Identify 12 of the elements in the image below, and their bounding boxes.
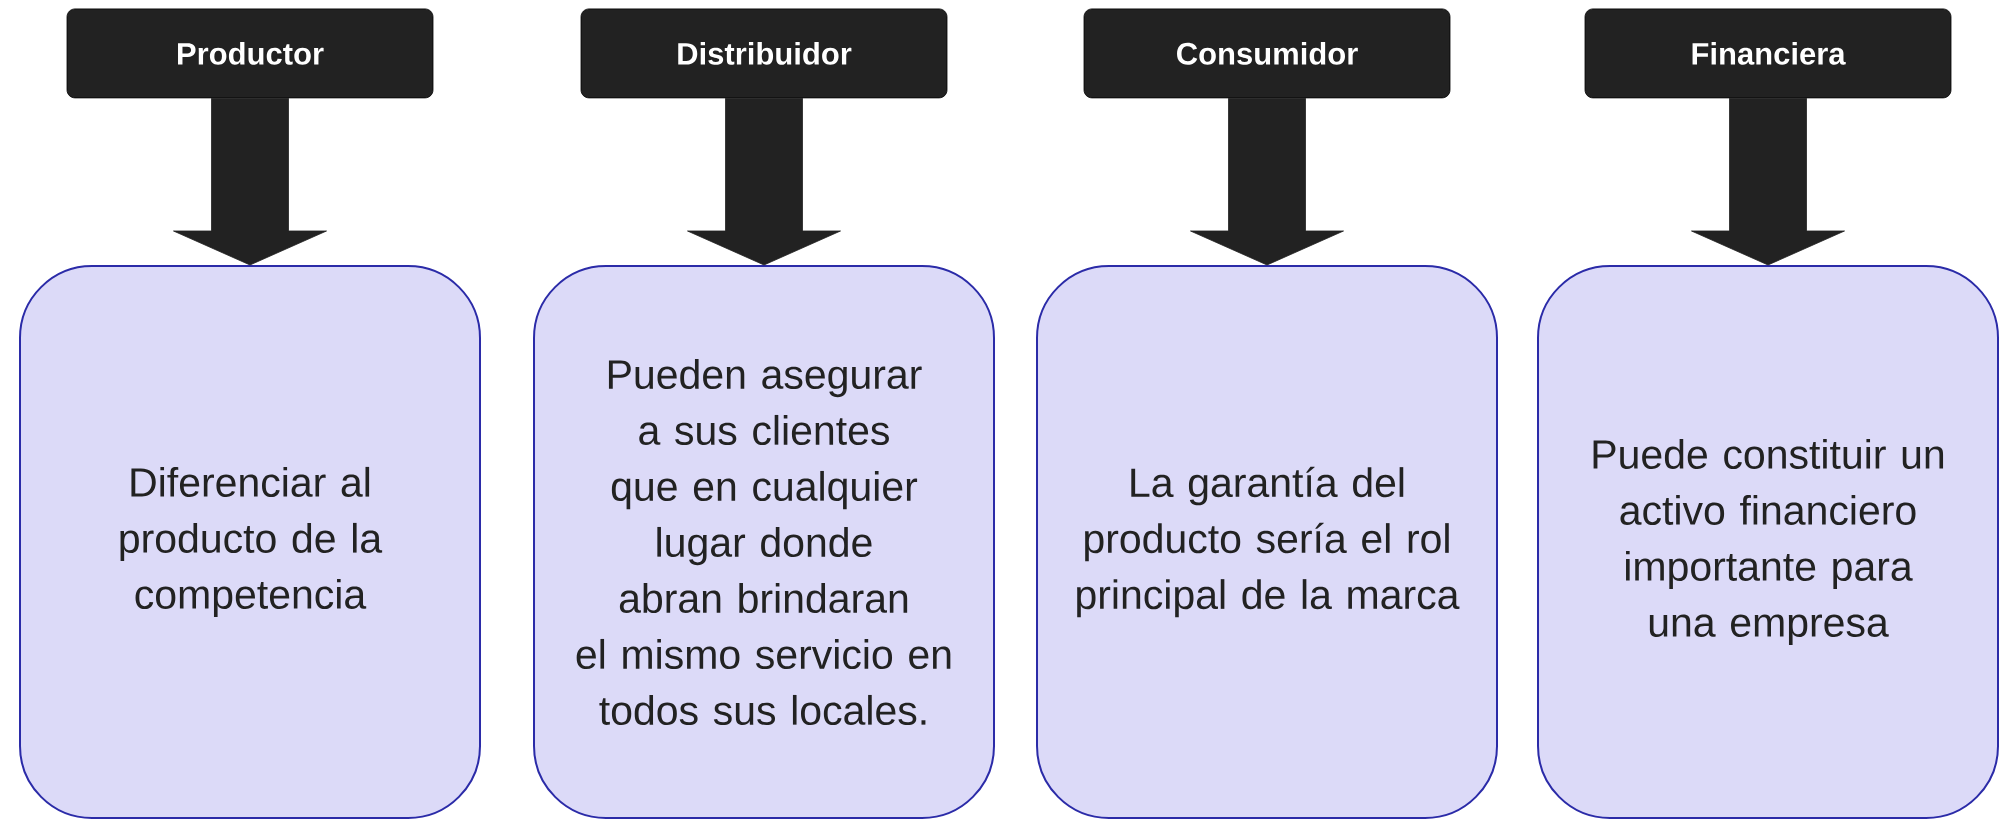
text-box: Puede constituir un activo financiero importante para una empresa bbox=[1537, 265, 1999, 819]
block-arrow bbox=[173, 97, 327, 266]
block-arrow bbox=[1190, 97, 1344, 266]
text-box: Pueden asegurar a sus clientes que en cualquier lugar donde abran brindaran el mismo servicio en todos sus locales. bbox=[533, 265, 995, 819]
header-box: Distribuidor bbox=[580, 8, 948, 99]
header-box: Productor bbox=[66, 8, 434, 99]
header-box: Financiera bbox=[1584, 8, 1952, 99]
block-arrow bbox=[1691, 97, 1845, 266]
text-box: La garantía del producto sería el rol principal de la marca bbox=[1036, 265, 1498, 819]
block-arrow bbox=[687, 97, 841, 266]
text-box: Diferenciar al producto de la competencia bbox=[19, 265, 481, 819]
header-box: Consumidor bbox=[1083, 8, 1451, 99]
